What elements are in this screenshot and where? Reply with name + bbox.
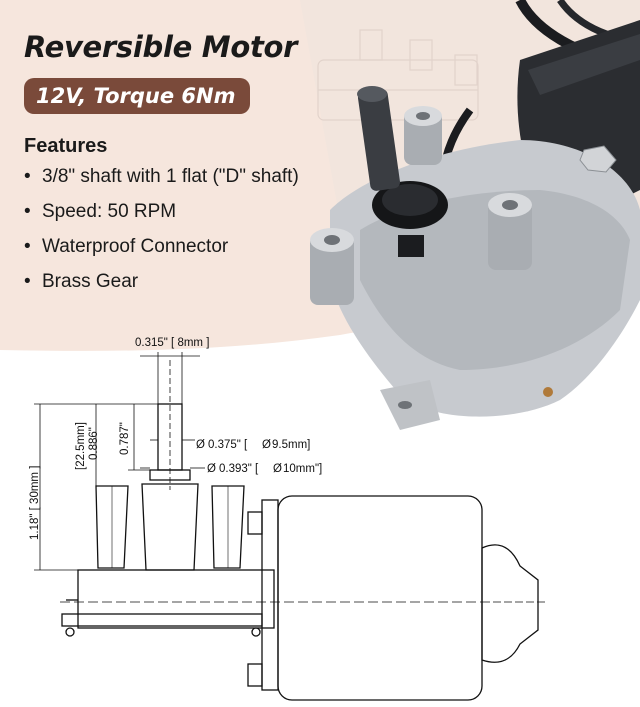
dim-shaft-diameter-mm: 9.5mm] xyxy=(272,439,310,451)
feature-text: 3/8" shaft with 1 flat ("D" shaft) xyxy=(42,166,299,187)
dim-height-in: 0.886" xyxy=(88,427,100,460)
diameter-symbol: Ø xyxy=(207,463,216,475)
diameter-symbol: Ø xyxy=(196,439,205,451)
dim-shaft-length: 0.787" xyxy=(119,422,131,455)
dim-collar-diameter: 0.393" [ xyxy=(219,463,259,475)
dim-height-mm: [22.5mm] xyxy=(75,422,87,470)
feature-item: • Speed: 50 RPM xyxy=(24,201,299,236)
page-title: Reversible Motor xyxy=(24,30,298,64)
feature-list: • 3/8" shaft with 1 flat ("D" shaft) • Spe… xyxy=(24,166,299,306)
bullet-icon: • xyxy=(24,271,31,292)
features-heading: Features xyxy=(24,135,108,157)
spec-badge: 12V, Torque 6Nm xyxy=(24,78,250,114)
diameter-symbol: Ø xyxy=(262,439,271,451)
bullet-icon: • xyxy=(24,201,31,222)
feature-text: Waterproof Connector xyxy=(42,236,229,257)
technical-drawing xyxy=(34,352,548,701)
dim-collar-diameter-mm: 10mm"] xyxy=(283,463,322,475)
bullet-icon: • xyxy=(24,236,31,257)
feature-item: • 3/8" shaft with 1 flat ("D" shaft) xyxy=(24,166,299,201)
feature-text: Brass Gear xyxy=(42,271,139,292)
dim-shaft-flat-width: 0.315" [ 8mm ] xyxy=(135,337,209,349)
background-sketch xyxy=(317,29,479,121)
diameter-symbol: Ø xyxy=(273,463,282,475)
bullet-icon: • xyxy=(24,166,31,187)
feature-item: • Waterproof Connector xyxy=(24,236,299,271)
feature-item: • Brass Gear xyxy=(24,271,299,306)
dim-shaft-diameter: 0.375" [ xyxy=(208,439,248,451)
feature-text: Speed: 50 RPM xyxy=(42,201,177,222)
dim-total-height: 1.18" [ 30mm ] xyxy=(29,466,41,540)
motor-photo xyxy=(310,0,640,430)
